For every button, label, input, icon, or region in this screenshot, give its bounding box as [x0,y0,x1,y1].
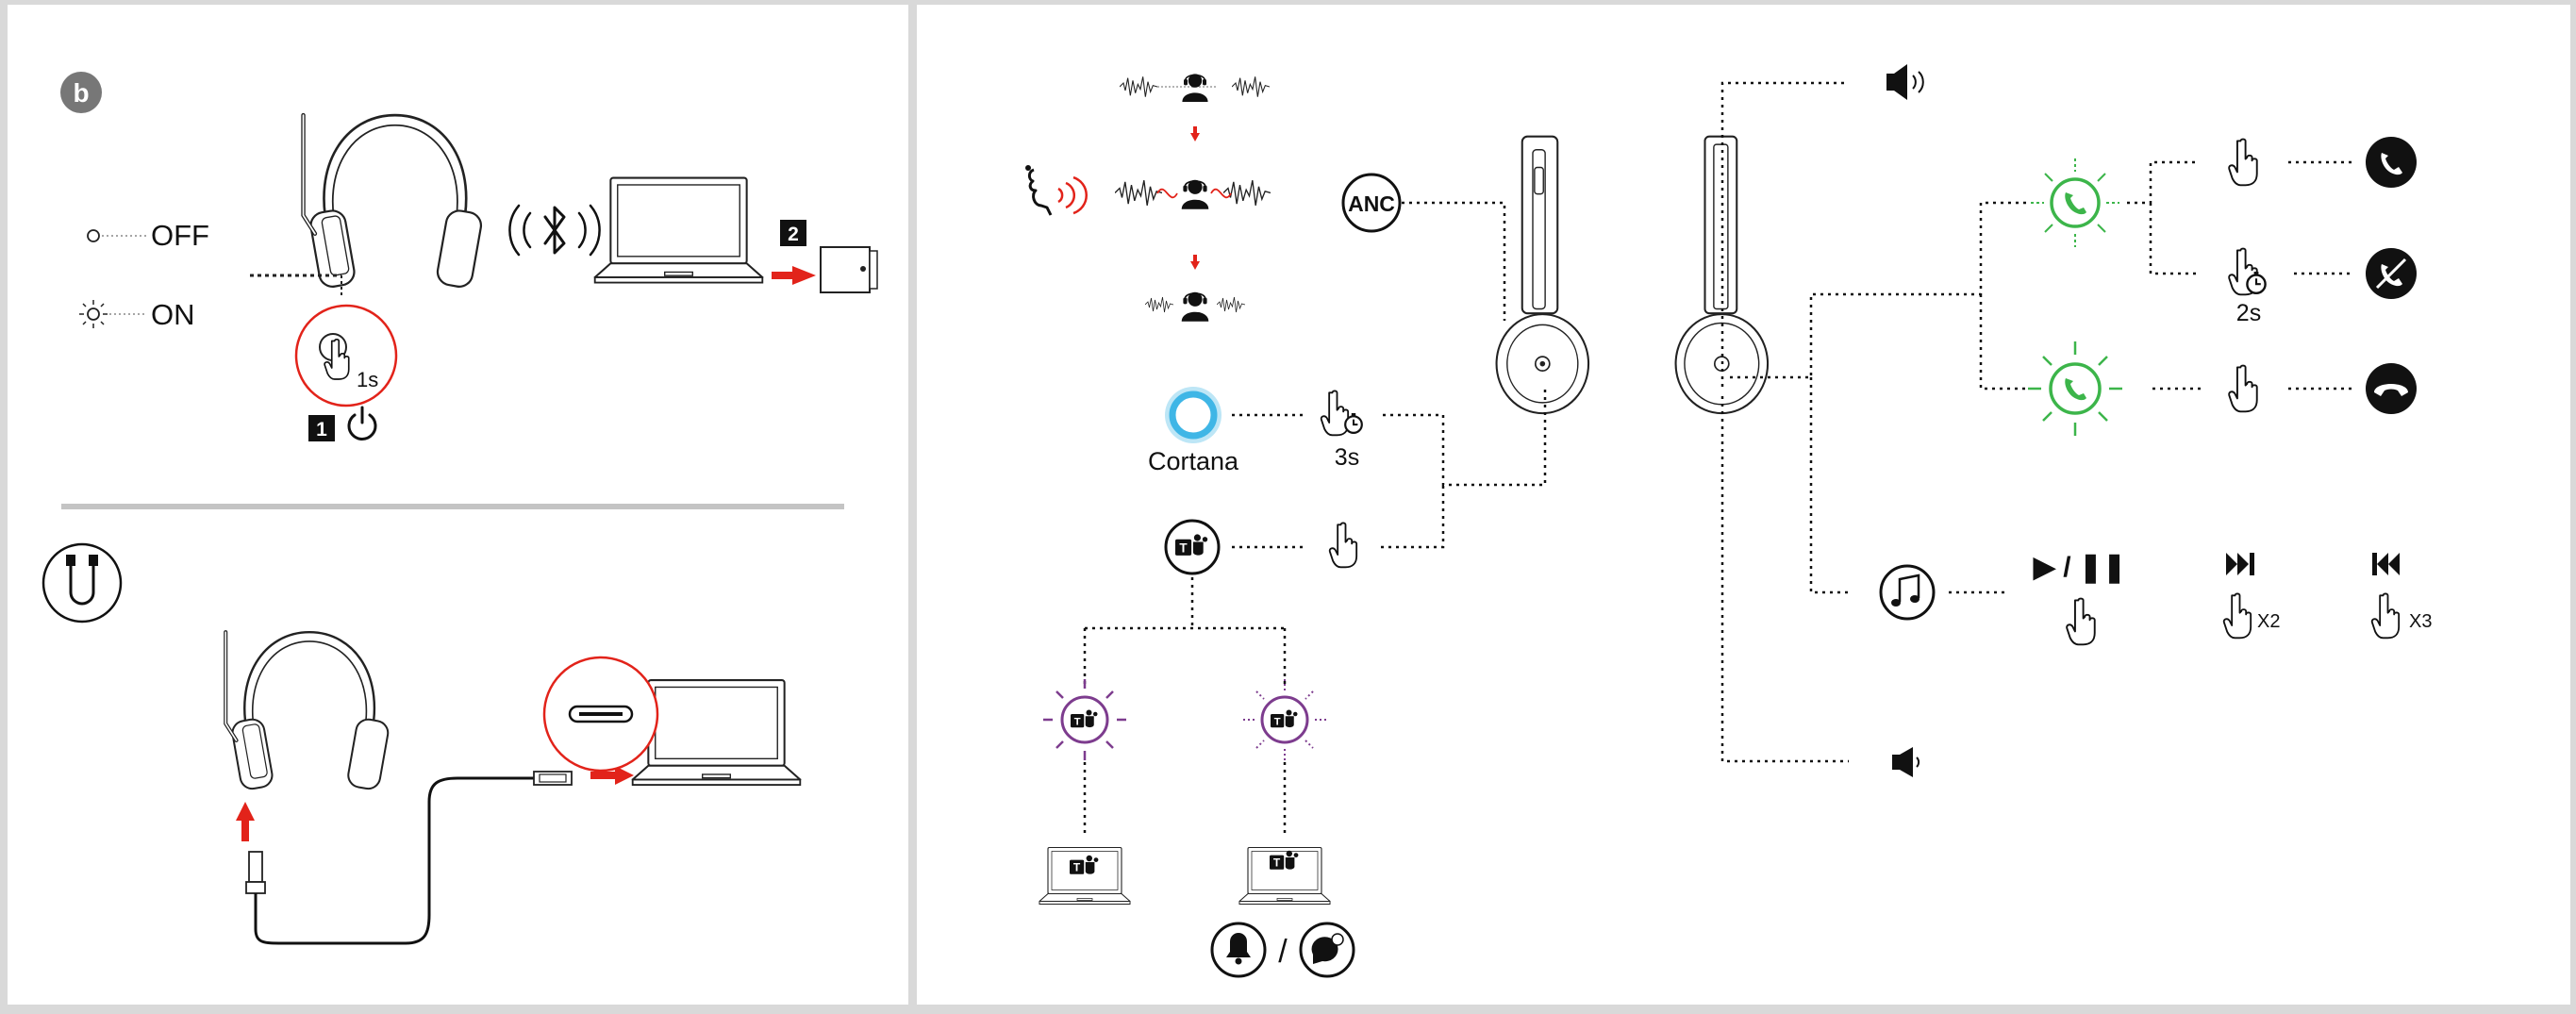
svg-text:X3: X3 [2409,611,2432,632]
volume-up-icon [1886,64,1924,100]
power-press-callout: 1s [294,304,398,407]
music-icon [1879,564,1936,621]
usb-cable [254,776,534,945]
notification-bell-icon [1210,922,1267,978]
reject-call-icon [2366,248,2417,299]
usb-c-plug-laptop [533,771,573,786]
on-label: ON [151,298,195,331]
svg-text:1: 1 [316,419,327,441]
teams-flashing-left [1043,679,1126,760]
svg-text:ANC: ANC [1348,191,1395,216]
anc-button-icon: ANC [1341,173,1402,233]
answer-call-icon [2366,137,2417,188]
svg-text:2: 2 [788,224,799,245]
teams-flashing-right [1243,679,1326,760]
incoming-call-icon [2031,158,2119,247]
anc-noise-middle [1115,178,1271,210]
laptop-teams-right [1238,846,1331,906]
power-icon [347,406,377,441]
svg-text:b: b [73,78,89,108]
laptop-teams-left [1039,846,1131,906]
step-2-dongle: 2 [772,220,878,293]
speaking-face-icon [1025,165,1088,216]
plug-arrow-right [590,766,634,785]
insert-arrow [772,266,816,285]
right-panel [917,5,2570,1005]
usb-dongle-icon [820,246,878,293]
cortana-icon: Cortana [1148,387,1239,475]
cortana-label: Cortana [1148,447,1239,475]
laptop-image [593,176,764,284]
end-call-icon [2366,363,2417,414]
or-separator: / [1278,934,1288,970]
usb-cable-icon [42,542,123,623]
play-pause-control: ▶ / ❚❚ [2033,552,2126,646]
bluetooth-icon [508,204,601,257]
off-label: OFF [151,219,209,252]
anc-noise-top [1120,73,1270,103]
next-track-control: X2 [2222,553,2280,640]
laptop-wired-image [631,678,802,787]
step-1-power: 1 [308,406,377,441]
usb-c-port-callout [542,656,659,773]
volume-down-icon [1892,747,1920,777]
led-on-indicator: ON [79,298,195,331]
led-off-indicator: OFF [87,219,209,252]
play-pause-label: ▶ / ❚❚ [2033,552,2126,584]
teams-button-icon [1164,519,1221,575]
previous-track-control: X3 [2370,553,2432,640]
press-duration: 1s [357,368,378,391]
svg-text:3s: 3s [1335,444,1359,471]
plug-arrow-up [236,802,255,841]
teams-chat-icon [1299,922,1355,978]
badge-b: b [60,72,102,113]
press-hold-2s-icon: 2s [2228,247,2267,326]
svg-text:X2: X2 [2257,611,2280,632]
press-hold-3s-icon: 3s [1320,390,1363,471]
active-call-icon [2028,341,2122,436]
svg-text:2s: 2s [2236,300,2261,326]
usb-c-plug [245,851,266,894]
